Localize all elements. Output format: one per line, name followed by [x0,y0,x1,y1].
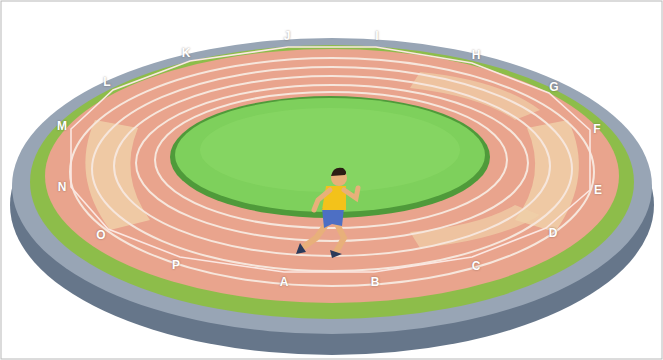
lane-lines [70,58,594,286]
vertex-label: H [472,48,481,62]
vertex-label: E [594,183,602,197]
vertex-label: K [182,46,191,60]
runner [296,168,358,258]
vertex-label: B [371,275,380,289]
vertex-label: M [57,119,67,133]
infield [175,98,485,212]
grass-border [30,45,634,319]
vertex-label: L [103,75,110,89]
vertex-label: A [280,275,289,289]
infield-highlight [200,108,460,192]
vertex-label: G [549,80,558,94]
vertex-label: P [172,258,180,272]
vertex-label: D [549,226,558,240]
stand-top [12,38,652,334]
vertex-label: J [284,29,291,43]
vertex-label: C [472,259,481,273]
vertex-label: N [58,180,67,194]
vertex-label: I [375,29,378,43]
vertex-label: F [593,122,600,136]
field-edge [170,96,490,218]
vertex-label: O [96,228,105,242]
polygon-path [71,47,590,272]
